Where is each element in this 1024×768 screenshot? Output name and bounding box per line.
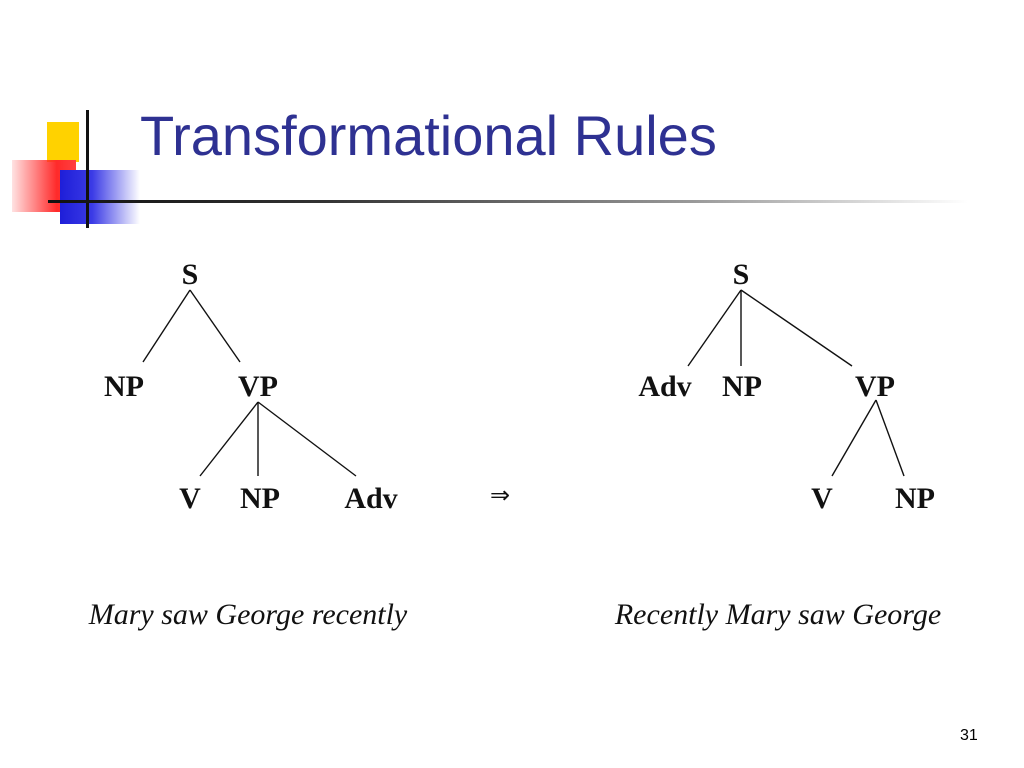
- decor-yellow-square: [47, 122, 79, 162]
- right-node-v: V: [811, 482, 833, 515]
- edge-s-vp: [740, 289, 853, 367]
- left-node-np2: NP: [240, 482, 280, 515]
- decor-blue-square: [60, 170, 140, 224]
- left-node-v: V: [179, 482, 201, 515]
- right-node-adv: Adv: [638, 370, 691, 403]
- right-sentence: Recently Mary saw George: [614, 598, 941, 631]
- left-sentence: Mary saw George recently: [88, 598, 408, 631]
- title-underline: [48, 200, 968, 203]
- left-node-vp: VP: [238, 370, 278, 403]
- right-tree-edges: [687, 289, 905, 477]
- left-node-np: NP: [104, 370, 144, 403]
- page-number: 31: [960, 727, 978, 744]
- right-node-np2: NP: [895, 482, 935, 515]
- right-node-vp: VP: [855, 370, 895, 403]
- left-tree-edges: [142, 289, 357, 477]
- edge-s-vp: [189, 289, 241, 363]
- right-node-s: S: [733, 258, 750, 291]
- slide-title: Transformational Rules: [140, 104, 717, 167]
- decor-vertical-line: [86, 110, 89, 228]
- edge-vp-adv: [257, 401, 357, 477]
- right-node-np: NP: [722, 370, 762, 403]
- left-node-adv: Adv: [344, 482, 397, 515]
- edge-s-adv: [687, 289, 742, 367]
- edge-s-np: [142, 289, 191, 363]
- edge-vp-v: [831, 399, 877, 477]
- edge-vp-v: [199, 401, 259, 477]
- transform-arrow-icon: ⇒: [490, 481, 510, 509]
- edge-vp-np: [875, 399, 905, 477]
- left-node-s: S: [182, 258, 199, 291]
